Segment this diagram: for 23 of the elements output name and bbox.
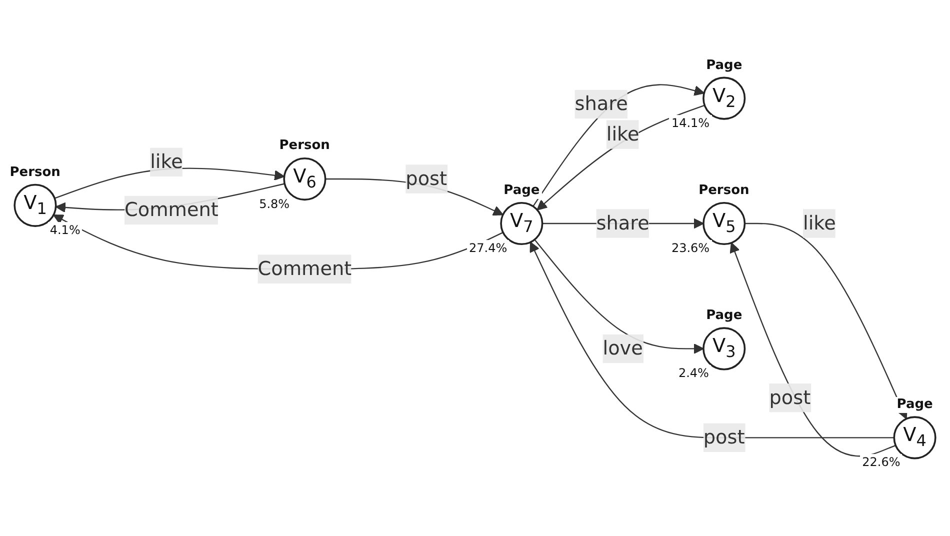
arrow [744, 222, 908, 420]
node-heading: Page [704, 58, 744, 74]
node-heading: Page [894, 397, 935, 414]
arrow [530, 242, 894, 438]
edge-label: share [574, 92, 628, 116]
edge-label: Comment [124, 198, 218, 222]
node-circle: V$_{2}$ [702, 76, 746, 120]
edge-label: post [703, 426, 745, 448]
edge-label: share [596, 212, 650, 234]
edge-label: like [803, 212, 836, 234]
arrow [532, 84, 705, 207]
edge-label: love [602, 336, 643, 360]
edge-label: like [606, 122, 640, 146]
edge-label: Comment [258, 257, 352, 280]
arrow [534, 239, 704, 354]
edge-label: post [406, 167, 448, 190]
edge-label: like [150, 150, 183, 173]
node-heading: Page [704, 308, 744, 324]
arrow [536, 104, 705, 210]
arrow [730, 242, 896, 457]
edge-label: post [769, 386, 811, 409]
node-circle: V$_{6}$ [283, 157, 326, 201]
node-heading: Page [502, 182, 542, 199]
